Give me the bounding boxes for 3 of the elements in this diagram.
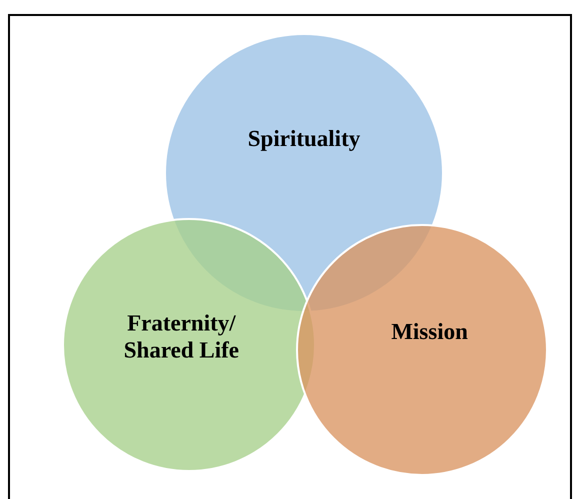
circle-label: Fraternity/ Shared Life [122,310,240,364]
circle-label: Spirituality [246,126,362,153]
circle-label: Mission [390,319,469,346]
